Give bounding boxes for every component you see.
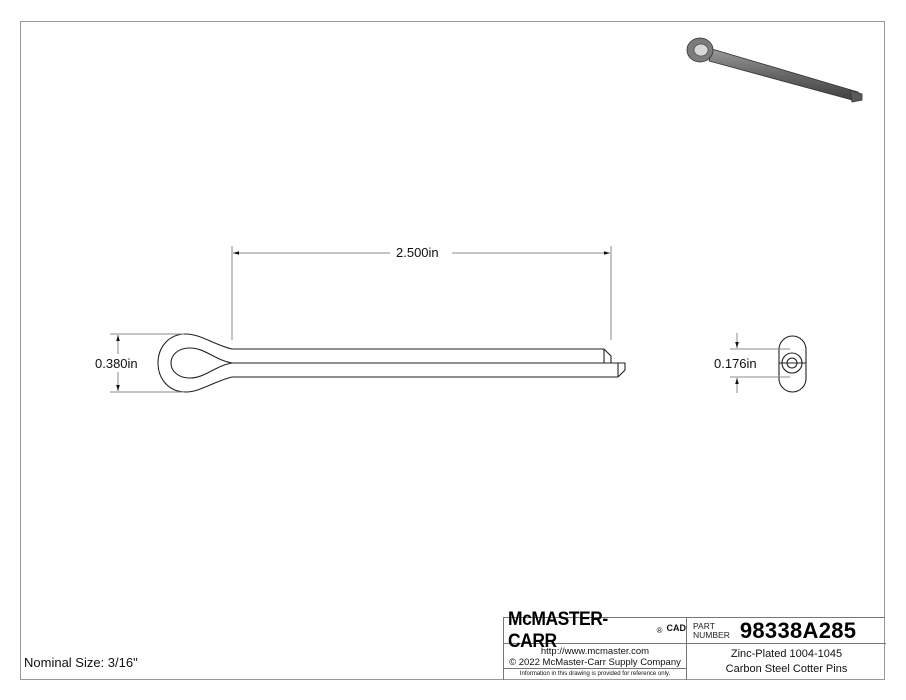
- title-block-part: PART NUMBER 98338A285 Zinc-Plated 1004-1…: [687, 618, 886, 680]
- logo-text: McMASTER-CARR: [508, 608, 608, 652]
- part-number: 98338A285: [739, 617, 857, 643]
- diameter-dimension: [730, 333, 790, 393]
- head-height-dimension: [110, 333, 184, 393]
- description-line-2: Carbon Steel Cotter Pins: [725, 663, 848, 675]
- diameter-dimension-label: 0.176in: [714, 356, 757, 371]
- part-label-line-2: NUMBER: [693, 629, 730, 640]
- mcmaster-logo: McMASTER-CARR ® CAD: [504, 609, 687, 652]
- title-block: McMASTER-CARR ® CAD http://www.mcmaster.…: [503, 609, 886, 680]
- part-label-line-1: PART: [693, 620, 715, 631]
- copyright: © 2022 McMaster-Carr Supply Company: [509, 657, 681, 668]
- part-number-label: PART NUMBER: [693, 620, 730, 640]
- company-info: http://www.mcmaster.com © 2022 McMaster-…: [504, 644, 686, 669]
- title-block-company: McMASTER-CARR ® CAD http://www.mcmaster.…: [504, 609, 687, 680]
- disclaimer: Information in this drawing is provided …: [519, 671, 671, 677]
- nominal-size: Nominal Size: 3/16": [24, 655, 138, 670]
- description-line-1: Zinc-Plated 1004-1045: [730, 648, 843, 660]
- drawing-sheet-border: [20, 21, 885, 680]
- head-height-dimension-label: 0.380in: [95, 356, 138, 371]
- cotter-pin-front-view: [157, 333, 626, 393]
- company-url[interactable]: http://www.mcmaster.com: [540, 646, 650, 657]
- length-dimension: [231, 246, 612, 340]
- part-number-row: PART NUMBER 98338A285: [687, 618, 886, 644]
- cotter-pin-isometric-view: [686, 37, 863, 103]
- cotter-pin-end-view: [778, 335, 807, 393]
- registered-mark: ®: [656, 626, 663, 635]
- length-dimension-label: 2.500in: [396, 245, 439, 260]
- cad-icon: CAD: [666, 622, 687, 633]
- part-description: Zinc-Plated 1004-1045 Carbon Steel Cotte…: [687, 644, 886, 680]
